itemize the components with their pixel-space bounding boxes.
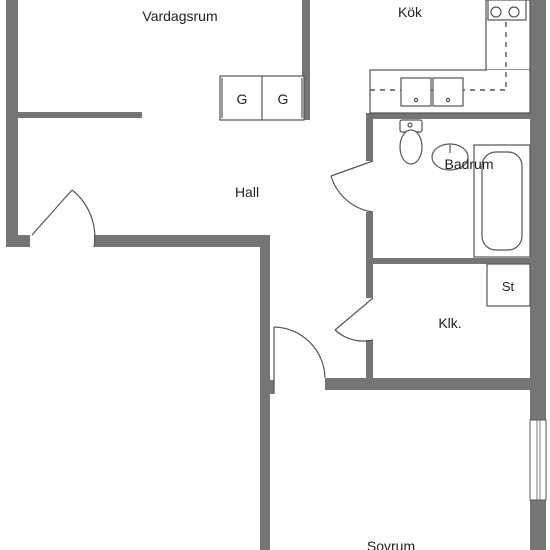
wardrobe-label-b: G bbox=[278, 91, 289, 107]
wall-bedroom-north bbox=[325, 378, 532, 390]
wall-living-right bbox=[302, 0, 310, 120]
wardrobe-label-a: G bbox=[237, 91, 248, 107]
storage-label: St bbox=[502, 279, 515, 294]
room-label-living: Vardagsrum bbox=[142, 8, 217, 24]
door-closet bbox=[334, 297, 374, 342]
room-label-closet: Klk. bbox=[438, 315, 461, 331]
wall-corridor-west bbox=[260, 235, 270, 550]
window-bedroom bbox=[529, 419, 547, 501]
wall-left-stub bbox=[6, 235, 30, 247]
room-label-bathroom: Badrum bbox=[444, 156, 493, 172]
door-bedroom bbox=[273, 326, 326, 394]
wall-closet-west-bottom bbox=[366, 340, 373, 384]
bathtub bbox=[473, 144, 531, 258]
wall-kitchen-bath bbox=[366, 113, 532, 119]
room-label-bedroom: Sovrum bbox=[367, 538, 415, 550]
wardrobes: G G bbox=[219, 75, 305, 121]
bathroom-sink bbox=[431, 143, 469, 171]
wall-hall-south bbox=[94, 235, 270, 247]
walls bbox=[6, 0, 546, 550]
room-label-hall: Hall bbox=[235, 184, 259, 200]
wall-bath-closet bbox=[366, 258, 532, 264]
toilet bbox=[399, 119, 423, 165]
storage-cabinet bbox=[486, 263, 531, 307]
wall-east-lower bbox=[530, 500, 546, 550]
door-bathroom bbox=[330, 160, 374, 213]
wall-bath-west-top bbox=[366, 119, 373, 161]
wall-living-hall bbox=[18, 112, 142, 118]
wall-corridor-stub bbox=[270, 380, 274, 394]
door-front bbox=[31, 189, 96, 248]
stove bbox=[487, 0, 527, 21]
wall-east-upper bbox=[530, 0, 546, 420]
wall-left-upper bbox=[6, 0, 18, 247]
wall-closet-west-top bbox=[366, 264, 373, 298]
kitchen-sink bbox=[400, 77, 464, 107]
room-label-kitchen: Kök bbox=[398, 4, 423, 20]
wall-bath-west-bottom bbox=[366, 212, 373, 264]
